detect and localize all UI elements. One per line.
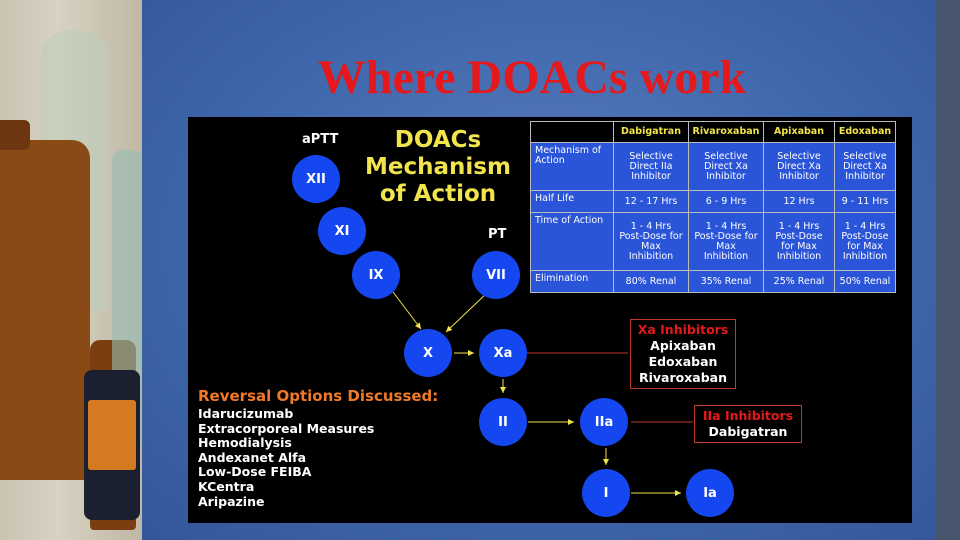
table-cell: 9 - 11 Hrs xyxy=(834,190,896,213)
slide-title: Where DOACs work xyxy=(317,51,747,104)
table-header-cell: Edoxaban xyxy=(834,121,896,143)
list-item: Andexanet Alfa xyxy=(198,449,307,465)
list-item: Edoxaban xyxy=(648,354,718,369)
table-cell: 80% Renal xyxy=(613,270,689,293)
table-row: Mechanism of Action Selective Direct IIa… xyxy=(530,142,896,191)
factor-i: I xyxy=(582,469,630,517)
pathway-arrows xyxy=(392,291,693,496)
factor-x: X xyxy=(404,329,452,377)
list-item: Apixaban xyxy=(650,338,716,353)
table-cell: 6 - 9 Hrs xyxy=(688,190,764,213)
table-cell: 50% Renal xyxy=(834,270,896,293)
xa-inhibitors-heading: Xa Inhibitors xyxy=(637,322,729,337)
bottles-photo xyxy=(0,0,142,540)
list-item: Extracorporeal Measures xyxy=(198,420,375,436)
factor-vii: VII xyxy=(472,251,520,299)
table-cell: Selective Direct Xa Inhibitor xyxy=(688,142,764,191)
table-cell: Selective Direct IIa Inhibitor xyxy=(613,142,689,191)
xa-inhibitors-box: Xa Inhibitors Apixaban Edoxaban Rivaroxa… xyxy=(630,319,736,389)
reversal-options: Reversal Options Discussed: Idarucizumab… xyxy=(198,387,438,509)
table-header-cell: Dabigatran xyxy=(613,121,689,143)
table-cell: 12 Hrs xyxy=(763,190,835,213)
table-row: Time of Action 1 - 4 Hrs Post-Dose for M… xyxy=(530,212,896,271)
list-item: KCentra xyxy=(198,478,255,494)
factor-ii: II xyxy=(479,398,527,446)
table-cell: 1 - 4 Hrs Post-Dose for Max Inhibition xyxy=(834,212,896,271)
factor-iia: IIa xyxy=(580,398,628,446)
table-cell: 25% Renal xyxy=(763,270,835,293)
table-header-cell: Rivaroxaban xyxy=(688,121,764,143)
list-item: Rivaroxaban xyxy=(638,370,728,385)
right-border-strip xyxy=(936,0,960,540)
factor-xi: XI xyxy=(318,207,366,255)
iia-inhibitors-box: IIa Inhibitors Dabigatran xyxy=(694,405,802,443)
reversal-heading: Reversal Options Discussed: xyxy=(198,387,439,405)
mechanism-diagram-panel: aPTT PT DOACs Mechanism of Action XII XI… xyxy=(188,117,912,523)
table-row-label: Half Life xyxy=(530,190,614,213)
factor-ix: IX xyxy=(352,251,400,299)
table-cell: 12 - 17 Hrs xyxy=(613,190,689,213)
table-cell: 1 - 4 Hrs Post-Dose for Max Inhibition xyxy=(763,212,835,271)
arrow-vii-to-x xyxy=(445,291,489,333)
table-header-row: Dabigatran Rivaroxaban Apixaban Edoxaban xyxy=(530,121,896,143)
list-item: Idarucizumab xyxy=(198,406,294,421)
table-row: Half Life 12 - 17 Hrs 6 - 9 Hrs 12 Hrs 9… xyxy=(530,190,896,213)
arrow-ix-to-x xyxy=(392,291,422,330)
factor-ia: Ia xyxy=(686,469,734,517)
factor-xa: Xa xyxy=(479,329,527,377)
diagram-heading: DOACs Mechanism of Action xyxy=(365,127,511,207)
doac-comparison-table: Dabigatran Rivaroxaban Apixaban Edoxaban… xyxy=(530,121,896,293)
aptt-label: aPTT xyxy=(302,132,339,147)
list-item: Aripazine xyxy=(198,493,265,509)
list-item: Hemodialysis xyxy=(198,435,292,451)
iia-inhibitors-heading: IIa Inhibitors xyxy=(702,408,794,423)
table-row-label: Time of Action xyxy=(530,212,614,271)
factor-xii: XII xyxy=(292,155,340,203)
table-row: Elimination 80% Renal 35% Renal 25% Rena… xyxy=(530,270,896,293)
list-item: Dabigatran xyxy=(708,424,788,439)
table-cell: Selective Direct Xa Inhibitor xyxy=(763,142,835,191)
table-cell: 1 - 4 Hrs Post-Dose for Max Inhibition xyxy=(688,212,764,271)
table-header-cell: Apixaban xyxy=(763,121,835,143)
table-cell: Selective Direct Xa Inhibitor xyxy=(834,142,896,191)
table-header-cell xyxy=(530,121,614,143)
table-cell: 1 - 4 Hrs Post-Dose for Max Inhibition xyxy=(613,212,689,271)
table-row-label: Elimination xyxy=(530,270,614,293)
list-item: Low-Dose FEIBA xyxy=(198,464,312,480)
table-cell: 35% Renal xyxy=(688,270,764,293)
pt-label: PT xyxy=(488,227,507,242)
table-row-label: Mechanism of Action xyxy=(530,142,614,191)
